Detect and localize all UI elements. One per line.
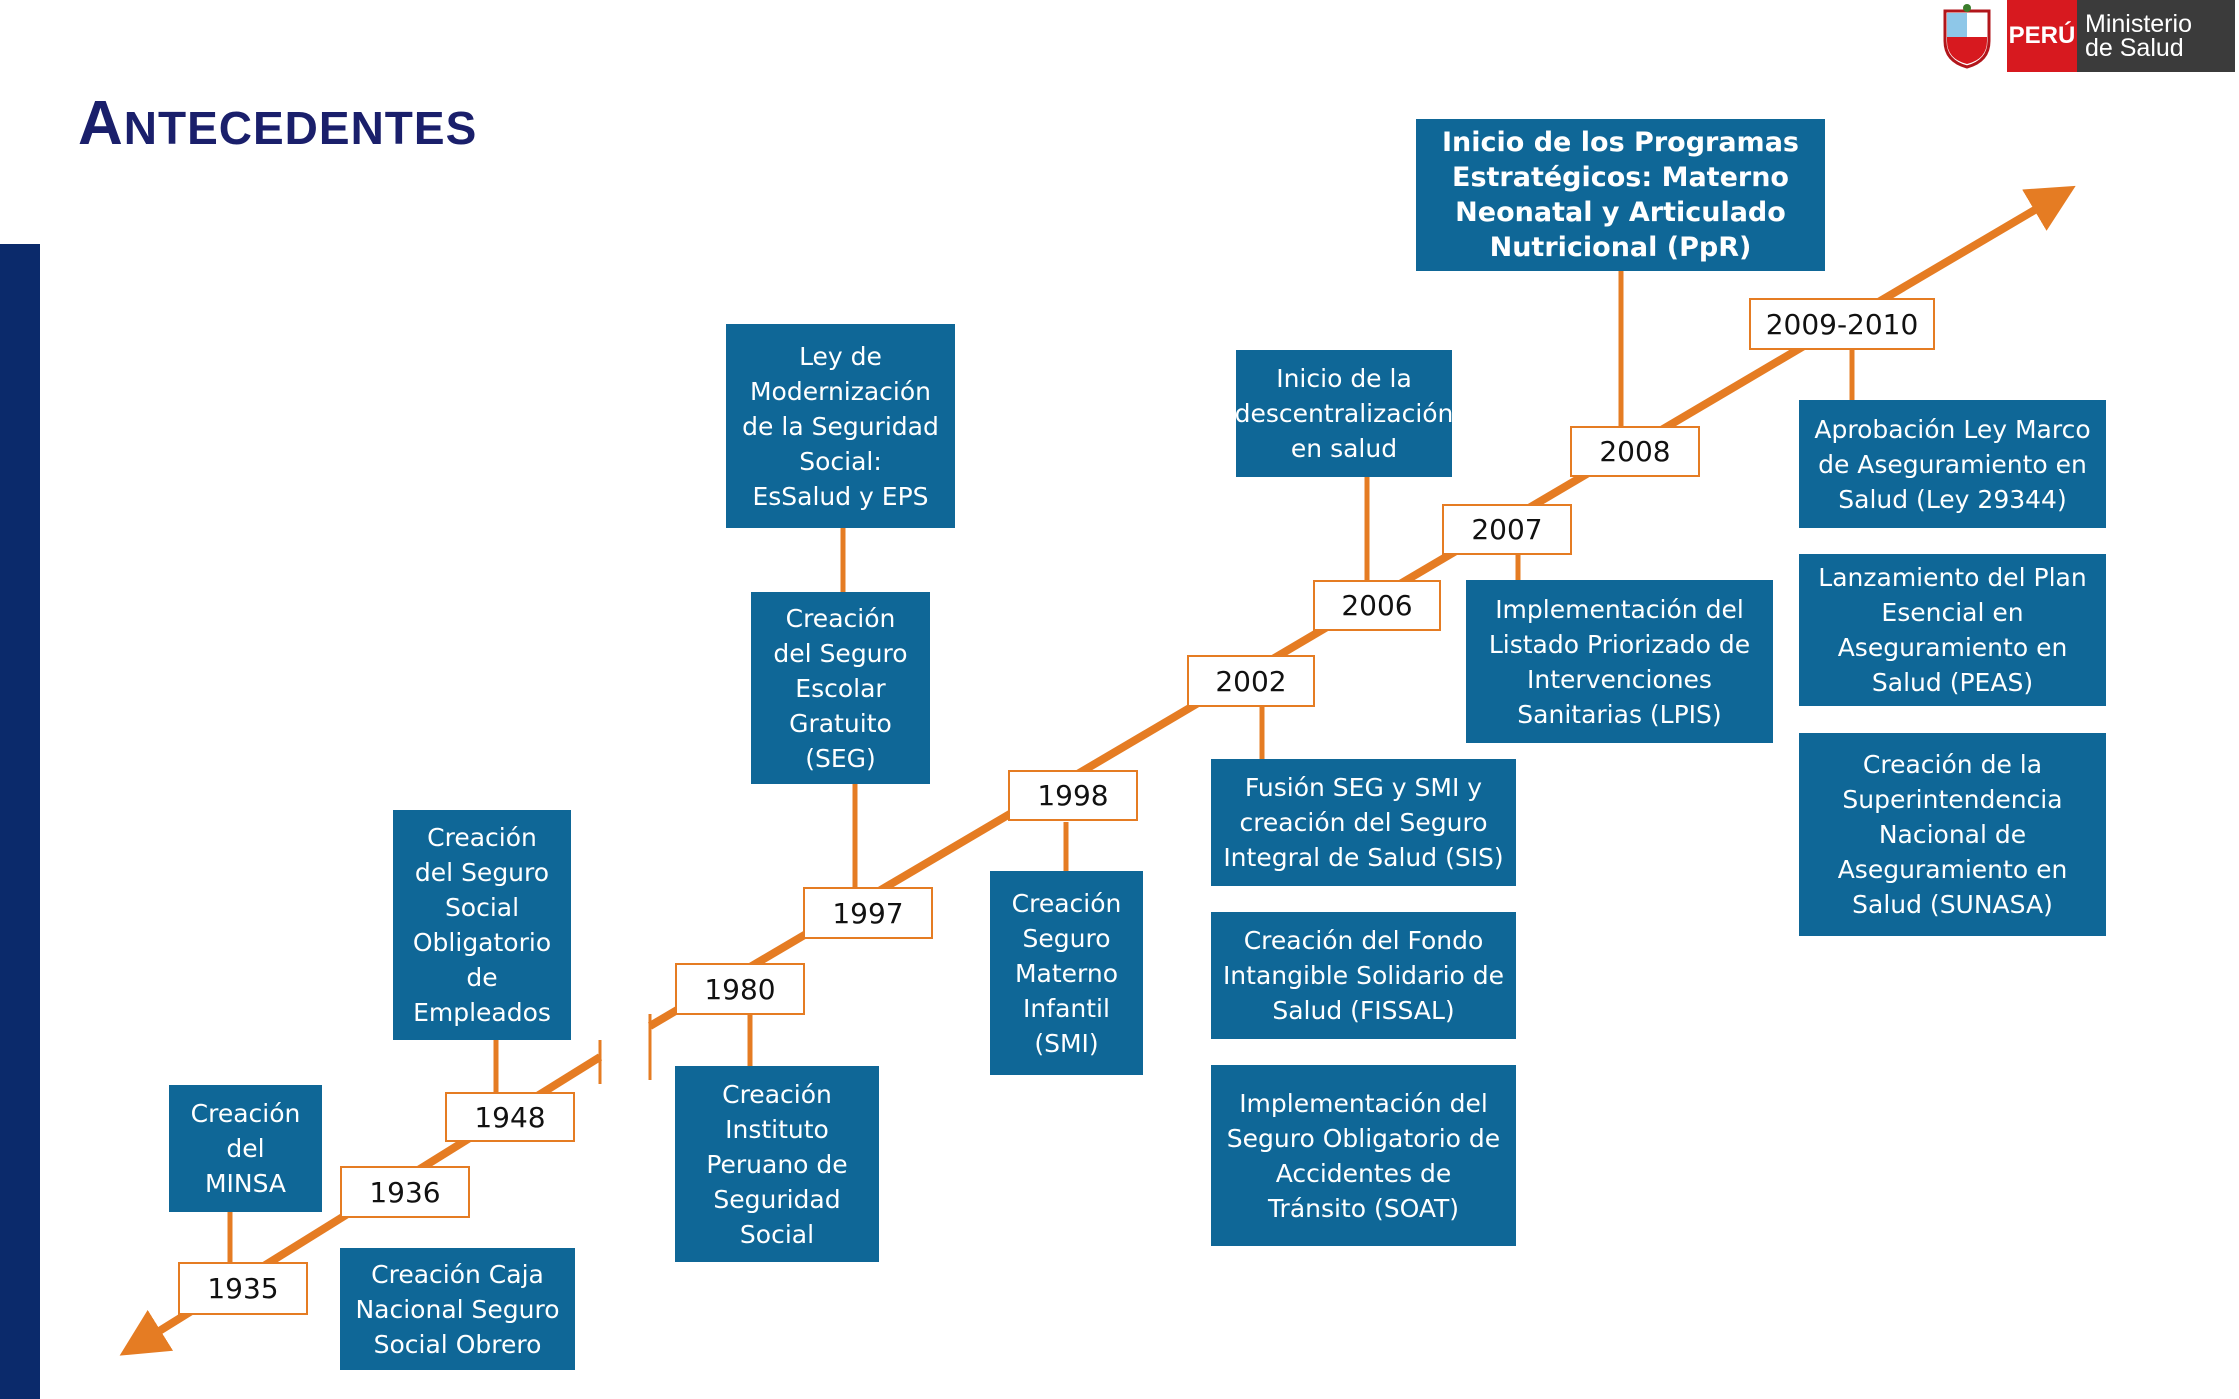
ministry-name: Ministerio de Salud [2077, 0, 2235, 72]
title-rest: NTECEDENTES [123, 102, 478, 154]
year-label-2008: 2008 [1570, 426, 1700, 477]
event-box-1935-1: Creación del MINSA [169, 1085, 322, 1212]
ministry-line-1: Ministerio [2085, 10, 2192, 38]
event-box-2009-2010-14: Aprobación Ley Marco de Aseguramiento en… [1799, 400, 2106, 528]
event-box-1980-4: Creación Instituto Peruano de Seguridad … [675, 1066, 879, 1262]
event-box-2002-9: Creación del Fondo Intangible Solidario … [1211, 912, 1516, 1039]
event-box-1997-6: Ley de Modernización de la Seguridad Soc… [726, 324, 955, 528]
event-box-1997-5: Creación del Seguro Escolar Gratuito (SE… [751, 592, 930, 784]
event-box-1936-2: Creación Caja Nacional Seguro Social Obr… [340, 1248, 575, 1370]
event-box-1998-7: Creación Seguro Materno Infantil (SMI) [990, 871, 1143, 1075]
side-accent-bar [0, 244, 40, 1399]
year-label-2009-2010: 2009-2010 [1749, 298, 1935, 350]
event-box-2009-2010-16: Creación de la Superintendencia Nacional… [1799, 733, 2106, 936]
event-box-2008-13: Inicio de los Programas Estratégicos: Ma… [1416, 119, 1825, 271]
year-label-2007: 2007 [1442, 504, 1572, 555]
peru-label: PERÚ [2007, 0, 2077, 72]
event-box-1948-3: Creación del Seguro Social Obligatorio d… [393, 810, 571, 1040]
title-first-letter: A [78, 89, 124, 158]
event-box-2007-12: Implementación del Listado Priorizado de… [1466, 580, 1773, 743]
year-label-1936: 1936 [340, 1166, 470, 1218]
year-label-1997: 1997 [803, 887, 933, 939]
ministry-logo: PERÚ Ministerio de Salud [1935, 0, 2235, 72]
year-label-1998: 1998 [1008, 770, 1138, 821]
coat-of-arms-icon [1935, 0, 1999, 72]
year-label-1935: 1935 [178, 1262, 308, 1315]
page-title: ANTECEDENTES [78, 88, 477, 159]
event-box-2009-2010-15: Lanzamiento del Plan Esencial en Asegura… [1799, 554, 2106, 706]
year-label-2002: 2002 [1187, 655, 1315, 707]
ministry-line-2: de Salud [2085, 34, 2184, 62]
event-box-2006-11: Inicio de la descentralización en salud [1235, 350, 1453, 477]
year-label-1948: 1948 [445, 1092, 575, 1142]
year-label-2006: 2006 [1313, 580, 1441, 631]
event-box-2002-10: Implementación del Seguro Obligatorio de… [1211, 1065, 1516, 1246]
year-label-1980: 1980 [675, 963, 805, 1015]
event-box-2002-8: Fusión SEG y SMI y creación del Seguro I… [1211, 759, 1516, 886]
